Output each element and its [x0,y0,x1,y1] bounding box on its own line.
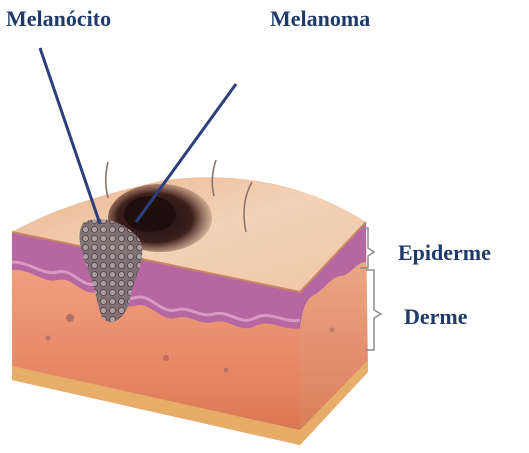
derme-label: Derme [404,306,468,328]
derme-bracket [366,270,381,350]
melanocito-pointer [40,48,100,224]
melanocito-label: Melanócito [6,8,111,30]
epiderme-label: Epiderme [398,242,491,264]
hair [106,162,108,198]
melanoma-label: Melanoma [270,8,370,30]
